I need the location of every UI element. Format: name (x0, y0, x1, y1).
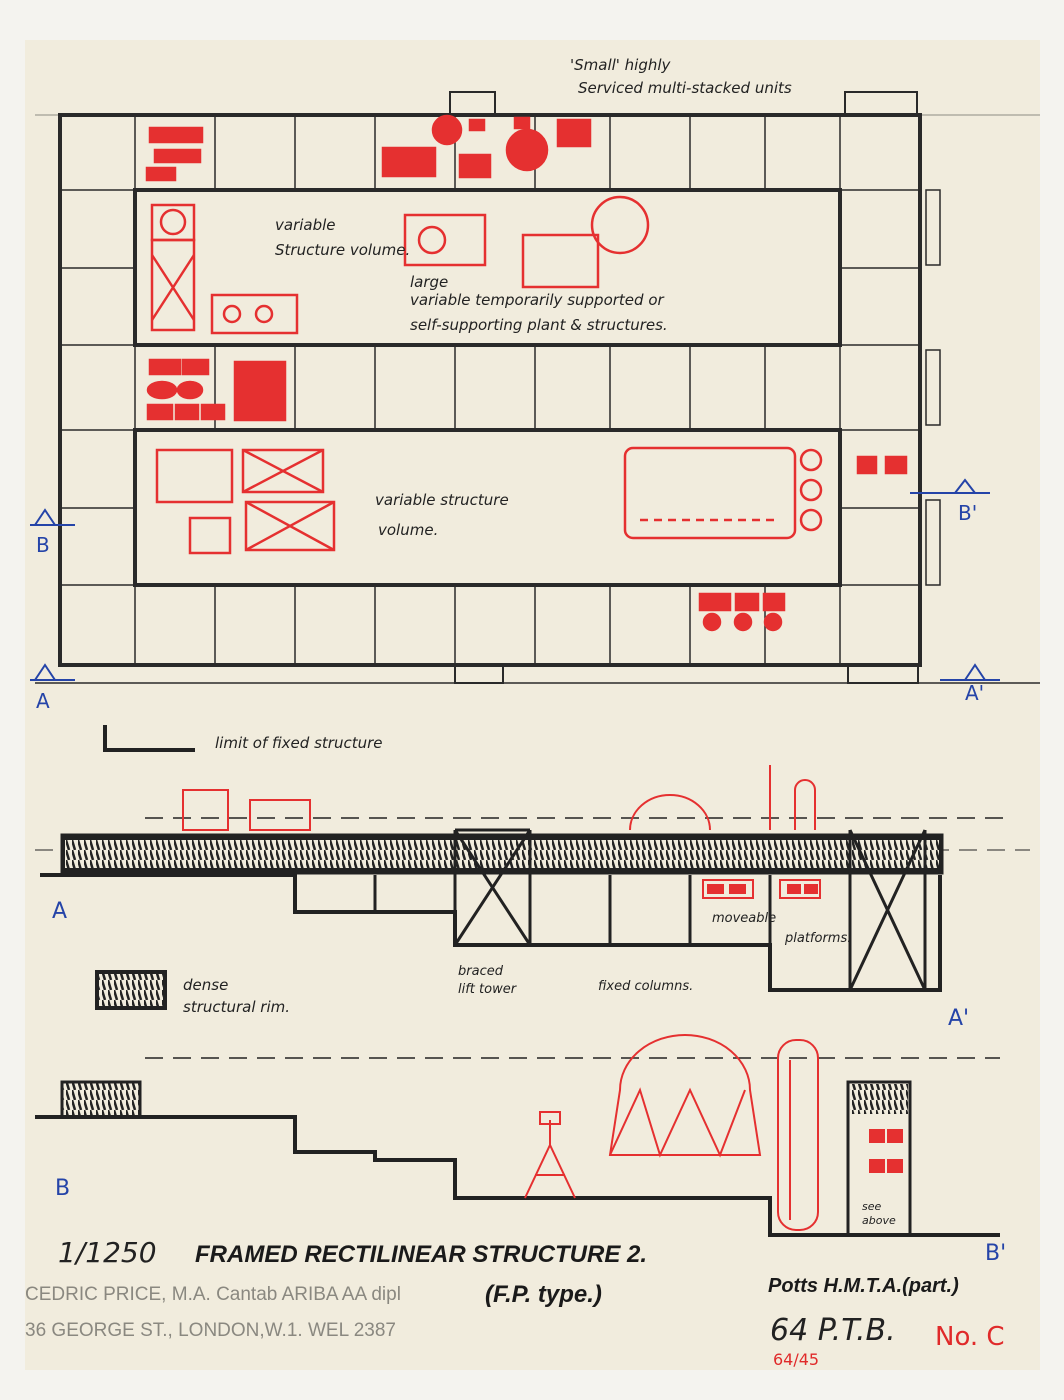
drawing-subtitle: (F.P. type.) (485, 1281, 602, 1308)
label-braced-tower-1: braced (458, 964, 504, 979)
label-movable-platforms-1: moveable (712, 911, 776, 926)
service-units-red (145, 114, 908, 632)
section-arrow-b-right (910, 478, 990, 494)
project-name: Potts H.M.T.A.(part.) (768, 1275, 959, 1297)
legend-dense-rim-2: structural rim. (183, 998, 290, 1016)
label-see-above-1: see (862, 1200, 881, 1213)
label-lower-volume-1: variable structure (375, 491, 509, 509)
section-arrow-a-left (30, 663, 75, 681)
sheet-reference: 64 P.T.B. (770, 1313, 896, 1348)
annotation-large-1: large (410, 273, 448, 291)
section-b-mark-right: B' (985, 1241, 1006, 1266)
section-arrow-a-right (940, 663, 1000, 681)
label-upper-volume-1: variable (275, 216, 336, 234)
archive-reference: 64/45 (773, 1350, 819, 1369)
architect-stamp-line1: CEDRIC PRICE, M.A. Cantab ARIBA AA dipl (25, 1284, 401, 1305)
annotation-large-2: variable temporarily supported or (410, 291, 664, 309)
legend-fixed-structure: limit of fixed structure (215, 734, 382, 752)
section-a (35, 765, 1030, 992)
label-fixed-columns: fixed columns. (598, 979, 693, 994)
section-a-mark-left: A (52, 899, 67, 924)
section-mark-a-left: A (36, 689, 50, 713)
section-a-mark-right: A' (948, 1006, 969, 1031)
drawing-title: FRAMED RECTILINEAR STRUCTURE 2. (195, 1241, 647, 1268)
architect-stamp-line2: 36 GEORGE ST., LONDON,W.1. WEL 2387 (25, 1320, 396, 1341)
section-arrow-b-left (30, 508, 75, 526)
drawing-number: No. C (935, 1322, 1005, 1352)
label-movable-platforms-2: platforms. (784, 931, 851, 946)
section-b-mark-left: B (55, 1176, 70, 1201)
drawing-scale: 1/1250 (58, 1236, 157, 1269)
label-lower-volume-2: volume. (378, 521, 438, 539)
section-mark-b-right: B' (958, 501, 977, 525)
section-mark-a-right: A' (965, 681, 984, 705)
label-upper-volume-2: Structure volume. (275, 241, 410, 259)
fixed-structure-legend-symbol (103, 725, 195, 752)
annotation-small-units-2: Serviced multi-stacked units (578, 79, 792, 97)
section-mark-b-left: B (36, 533, 50, 557)
section-b (35, 1034, 1000, 1237)
label-see-above-2: above (862, 1214, 896, 1227)
legend-dense-rim-1: dense (183, 976, 228, 994)
dense-rim-legend-symbol (95, 970, 167, 1010)
annotation-large-3: self-supporting plant & structures. (410, 316, 668, 334)
label-braced-tower-2: lift tower (458, 982, 518, 997)
annotation-small-units-1: 'Small' highly (570, 56, 672, 74)
floor-plan (35, 91, 1040, 684)
